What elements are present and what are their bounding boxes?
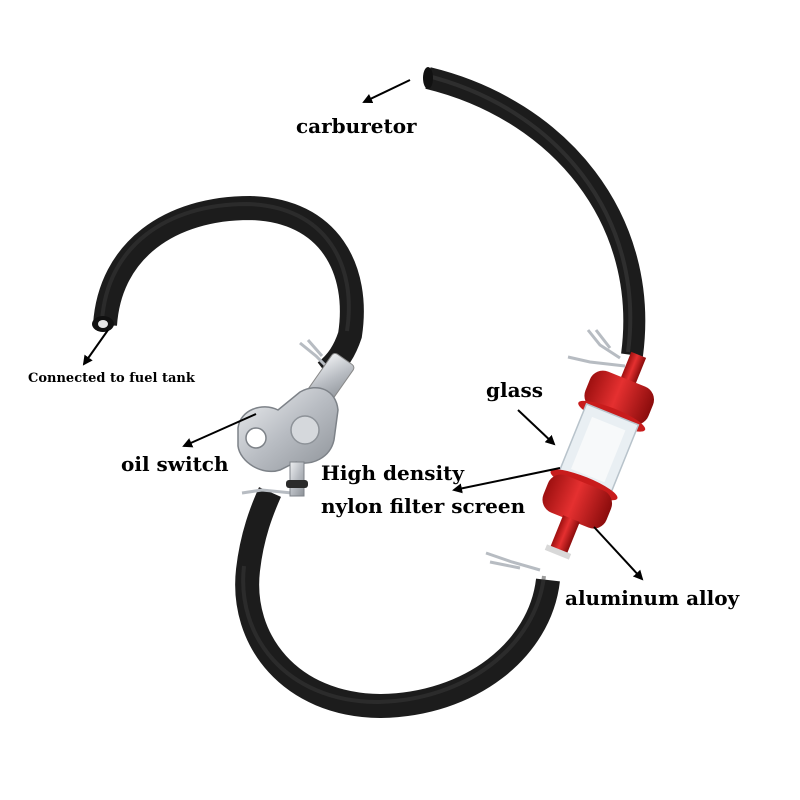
carburetor-label: carburetor xyxy=(296,114,417,138)
arrow-icon xyxy=(82,79,644,581)
fuel-tank-label: Connected to fuel tank xyxy=(28,371,195,386)
fuel-filter-icon xyxy=(542,351,655,560)
oil-switch-label: oil switch xyxy=(121,452,229,476)
fuel-hose-icon xyxy=(92,67,646,719)
glass-label: glass xyxy=(486,378,544,402)
filter-screen-label-line1: High density xyxy=(321,461,464,485)
hose-clip-icon xyxy=(241,329,626,572)
fuel-valve-icon xyxy=(237,352,355,497)
aluminum-alloy-label: aluminum alloy xyxy=(565,586,740,610)
filter-screen-label-line2: nylon filter screen xyxy=(321,494,526,518)
